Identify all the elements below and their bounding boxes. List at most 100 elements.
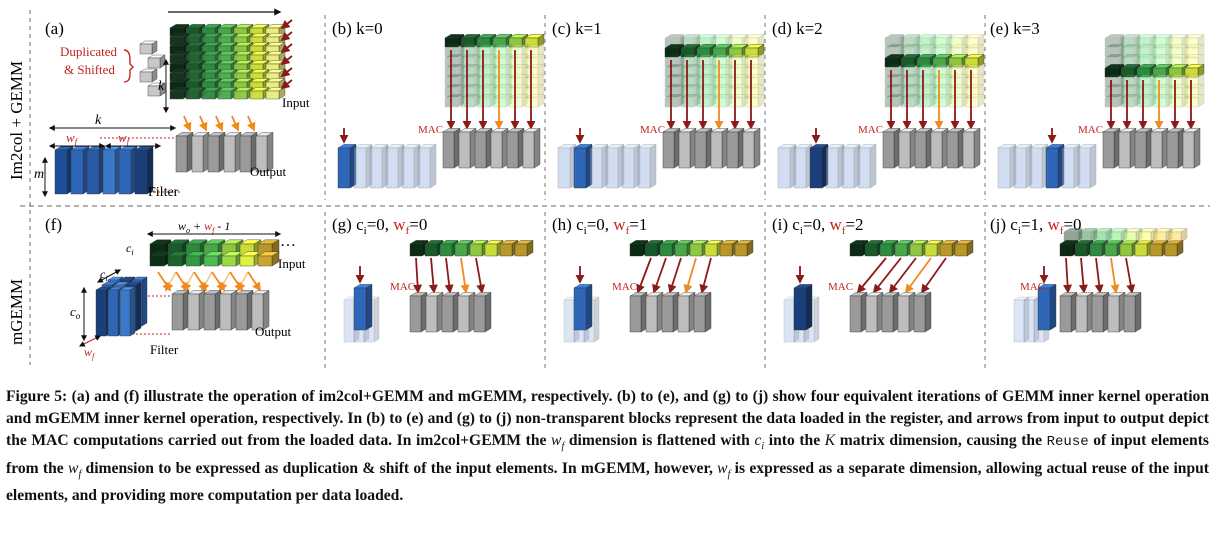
input-element bbox=[1120, 34, 1141, 48]
input-element bbox=[1168, 228, 1188, 243]
filter-element bbox=[385, 144, 405, 189]
svg-text:(c) k=1: (c) k=1 bbox=[552, 19, 602, 38]
output-element bbox=[678, 128, 697, 169]
output-element bbox=[522, 128, 541, 169]
filter-element bbox=[118, 146, 138, 195]
filter-element bbox=[557, 144, 577, 189]
input-element bbox=[1104, 54, 1125, 68]
svg-text:Duplicated: Duplicated bbox=[60, 44, 118, 59]
mac-arrow bbox=[920, 257, 947, 294]
output-element bbox=[1059, 292, 1078, 333]
input-element bbox=[1184, 94, 1205, 108]
panel-e-title: (e) k=3 bbox=[990, 19, 1040, 38]
svg-text:(h) ci=0, wf=1: (h) ci=0, wf=1 bbox=[552, 215, 647, 237]
mac-arrow bbox=[1094, 257, 1104, 294]
output-element bbox=[629, 292, 648, 333]
filter-element bbox=[369, 144, 389, 189]
input-element bbox=[916, 34, 937, 48]
svg-text:MAC: MAC bbox=[1078, 124, 1103, 136]
input-element bbox=[1078, 228, 1098, 243]
mac-labels: MAC MAC MAC MAC MAC MAC MAC MAC bbox=[390, 124, 1103, 293]
input-element bbox=[524, 94, 545, 108]
row-label-im2col: Im2col + GEMM bbox=[7, 61, 26, 180]
mac-arrow bbox=[199, 115, 208, 132]
input-element bbox=[1152, 54, 1173, 68]
input-element bbox=[884, 34, 905, 48]
wf-arrow bbox=[78, 335, 102, 347]
output-element bbox=[645, 292, 664, 333]
mac-arrow bbox=[460, 257, 470, 294]
filter-element bbox=[417, 144, 437, 189]
svg-text:wf: wf bbox=[66, 130, 79, 147]
output-element bbox=[1166, 128, 1185, 169]
svg-text:MAC: MAC bbox=[418, 124, 443, 136]
svg-text:wf: wf bbox=[84, 345, 96, 361]
row-label-mgemm: mGEMM bbox=[7, 279, 26, 345]
svg-text:Filter: Filter bbox=[148, 185, 179, 200]
output-element bbox=[898, 128, 917, 169]
svg-text:(d) k=2: (d) k=2 bbox=[772, 19, 823, 38]
output-element bbox=[661, 292, 680, 333]
input-element bbox=[900, 34, 921, 48]
output-element bbox=[913, 292, 932, 333]
filter-element bbox=[589, 144, 609, 189]
svg-text:MAC: MAC bbox=[828, 281, 853, 293]
input-element bbox=[1138, 228, 1158, 243]
svg-text:(e) k=3: (e) k=3 bbox=[990, 19, 1040, 38]
mac-arrow bbox=[636, 257, 652, 294]
mac-arrow bbox=[444, 257, 454, 294]
input-element bbox=[964, 44, 985, 58]
input-element bbox=[1184, 54, 1205, 68]
input-element bbox=[1184, 44, 1205, 58]
output-element bbox=[693, 292, 712, 333]
filter-element bbox=[337, 144, 357, 189]
output-element bbox=[1102, 128, 1121, 169]
output-element bbox=[203, 290, 222, 331]
svg-text:k: k bbox=[158, 79, 165, 94]
svg-text:Input: Input bbox=[282, 95, 310, 110]
filter-element bbox=[401, 144, 421, 189]
filter-element bbox=[1023, 296, 1040, 343]
filter-element bbox=[102, 146, 122, 195]
mac-arrow bbox=[183, 115, 192, 132]
panel-h-title: (h) ci=0, wf=1 bbox=[552, 215, 647, 237]
panel-b-title: (b) k=0 bbox=[332, 19, 383, 38]
duplicated-element bbox=[147, 54, 166, 69]
svg-text:wo + wf - 1: wo + wf - 1 bbox=[178, 219, 230, 235]
mac-arrow bbox=[888, 257, 917, 294]
filter-element bbox=[134, 146, 154, 195]
mac-arrow bbox=[475, 257, 486, 294]
svg-text:ci: ci bbox=[100, 267, 108, 283]
output-element bbox=[1134, 128, 1153, 169]
panel-dividers bbox=[324, 15, 986, 370]
output-element bbox=[881, 292, 900, 333]
filter-element bbox=[573, 284, 593, 331]
shift-arrow bbox=[280, 43, 293, 54]
filter-element bbox=[809, 144, 829, 189]
input-element bbox=[1168, 44, 1189, 58]
output-element bbox=[1091, 292, 1110, 333]
mac-arrow bbox=[183, 271, 195, 292]
filter-element bbox=[119, 286, 136, 337]
filter-element bbox=[637, 144, 657, 189]
filter-element bbox=[825, 144, 845, 189]
panel-f-id: (f) bbox=[45, 215, 62, 234]
panel-j-title: (j) ci=1, wf=0 bbox=[990, 215, 1082, 237]
input-element bbox=[680, 34, 701, 48]
output-element bbox=[865, 292, 884, 333]
svg-text:k: k bbox=[95, 113, 102, 128]
mac-arrow bbox=[201, 271, 213, 292]
input-element bbox=[1168, 54, 1189, 68]
mac-arrow bbox=[165, 271, 177, 292]
output-element bbox=[962, 128, 981, 169]
output-element bbox=[849, 292, 868, 333]
output-element bbox=[1075, 292, 1094, 333]
filter-element bbox=[621, 144, 641, 189]
input-element bbox=[1063, 228, 1083, 243]
input-element bbox=[664, 34, 685, 48]
figure-caption: Figure 5: (a) and (f) illustrate the ope… bbox=[6, 388, 1209, 505]
input-element bbox=[964, 94, 985, 108]
svg-text:m: m bbox=[34, 167, 44, 182]
input-element bbox=[1136, 44, 1157, 58]
output-element bbox=[187, 290, 206, 331]
